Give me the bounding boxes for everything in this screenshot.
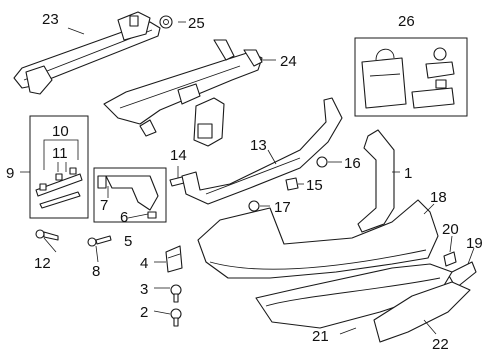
part-4-bracket (165, 245, 183, 273)
part-3-bolt (170, 284, 182, 303)
callout-15: 15 (306, 177, 323, 194)
kit-box-26 (354, 37, 468, 117)
callout-3: 3 (140, 281, 148, 298)
callout-21: 21 (312, 328, 329, 345)
callout-14: 14 (170, 147, 187, 164)
callout-19: 19 (466, 235, 483, 252)
part-8-bolt (87, 235, 112, 247)
part-23-reinforcement-bar (13, 11, 161, 95)
part-17-nut (248, 200, 260, 212)
callout-26: 26 (398, 13, 415, 30)
part-21-lower-valance (255, 263, 453, 329)
part-12-push-pin (35, 229, 59, 241)
part-1-bumper-bracket (357, 129, 395, 233)
callout-6: 6 (120, 209, 128, 226)
callout-20: 20 (442, 221, 459, 238)
callout-1: 1 (404, 165, 412, 182)
callout-13: 13 (250, 137, 267, 154)
part-7-bracket (97, 175, 159, 219)
callout-8: 8 (92, 263, 100, 280)
part-24-hitch-receiver (103, 39, 263, 147)
part-13-energy-absorber (181, 97, 343, 205)
callout-4: 4 (140, 255, 148, 272)
part-26-hitch-kit (361, 47, 455, 109)
box-5-6-7 (93, 167, 167, 223)
part-18-bumper-cover (197, 199, 439, 279)
callout-10: 10 (52, 123, 69, 140)
callout-22: 22 (432, 336, 449, 353)
part-20-clip (443, 251, 457, 267)
part-15-clip (285, 177, 299, 191)
callout-24: 24 (280, 53, 297, 70)
part-10-11-clips (35, 139, 83, 209)
callout-2: 2 (140, 304, 148, 321)
box-9-10-11 (29, 115, 89, 219)
callout-9: 9 (6, 165, 14, 182)
callout-11: 11 (52, 145, 68, 162)
callout-17: 17 (274, 199, 291, 216)
callout-7: 7 (100, 197, 108, 214)
callout-25: 25 (188, 15, 205, 32)
leader-lines (20, 21, 475, 335)
callout-23: 23 (42, 11, 59, 28)
callout-16: 16 (344, 155, 361, 172)
callout-18: 18 (430, 189, 447, 206)
part-22-skid-plate (373, 281, 471, 343)
part-25-nut (159, 15, 173, 29)
callout-12: 12 (34, 255, 51, 272)
part-16-nut (316, 156, 328, 168)
part-2-bolt (170, 308, 182, 327)
callout-5: 5 (124, 233, 132, 250)
